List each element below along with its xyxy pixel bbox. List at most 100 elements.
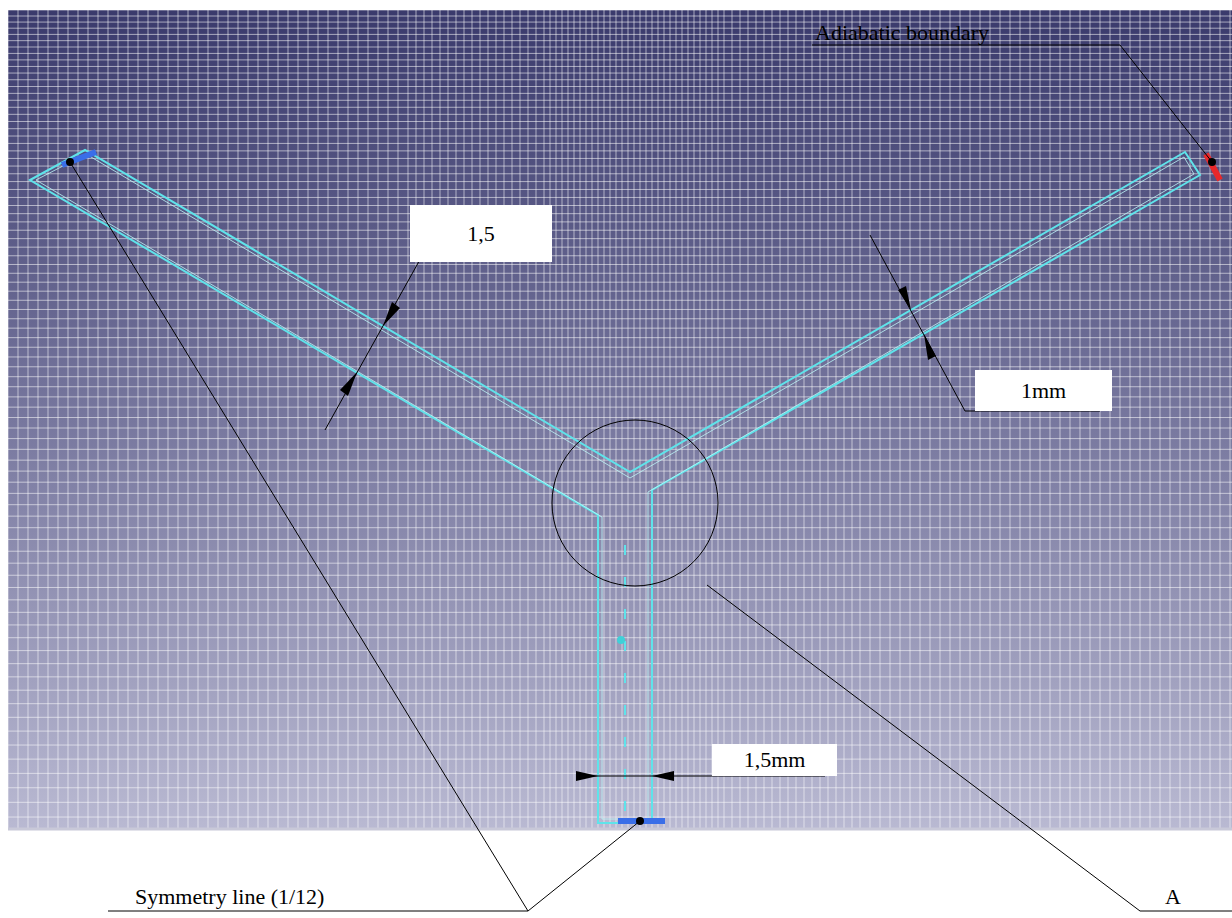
mesh-line <box>138 10 139 828</box>
mesh-line <box>8 158 1232 159</box>
mesh-line <box>1130 10 1131 828</box>
mesh-line <box>268 10 269 828</box>
drawing-part <box>652 771 674 781</box>
mesh-line <box>8 624 1232 625</box>
mesh-line <box>1110 10 1111 828</box>
drawing-part <box>70 162 528 911</box>
mesh-line <box>820 10 821 828</box>
mesh-line <box>1100 10 1101 828</box>
mesh-line <box>1190 10 1191 828</box>
mesh-line <box>278 10 279 828</box>
mesh-line <box>8 255 1232 256</box>
mesh-line <box>8 417 1232 418</box>
mesh-line <box>1180 10 1181 828</box>
mesh-line <box>8 189 1232 190</box>
drawing-part <box>898 286 911 310</box>
mesh-line <box>8 22 1232 23</box>
mesh-line <box>8 197 1232 198</box>
mesh-line <box>616 10 617 828</box>
mesh-line <box>416 10 417 828</box>
mesh-line <box>348 10 349 828</box>
mesh-line <box>408 10 409 828</box>
mesh-line <box>8 551 1232 552</box>
mesh-line <box>1060 10 1061 828</box>
mesh-line <box>318 10 319 828</box>
mesh-grid <box>8 10 1232 828</box>
mesh-line <box>8 221 1232 222</box>
mesh-line <box>8 136 1232 137</box>
drawing-part <box>1208 158 1216 166</box>
mesh-line <box>388 10 389 828</box>
mesh-line <box>8 759 1232 760</box>
mesh-line <box>424 10 425 828</box>
mesh-line <box>1210 10 1211 828</box>
mesh-line <box>8 690 1232 691</box>
mesh-line <box>1230 10 1231 828</box>
mesh-line <box>1160 10 1161 828</box>
mesh-line <box>718 10 719 828</box>
mesh-line <box>480 10 481 828</box>
mesh-line <box>88 10 89 828</box>
drawing-part <box>576 771 598 781</box>
mesh-line <box>634 10 635 828</box>
mesh-line <box>8 10 1232 11</box>
mesh-line <box>568 10 569 828</box>
mesh-line <box>38 10 39 828</box>
mesh-line <box>1040 10 1041 828</box>
mesh-line <box>8 300 1232 301</box>
mesh-line <box>8 34 1232 35</box>
mesh-line <box>8 527 1232 528</box>
mesh-line <box>8 10 9 828</box>
mesh-line <box>8 563 1232 564</box>
mesh-line <box>504 10 505 828</box>
symmetry-marker <box>62 152 96 165</box>
mesh-line <box>1170 10 1171 828</box>
mesh-line <box>528 10 529 828</box>
mesh-line <box>378 10 379 828</box>
mesh-line <box>258 10 259 828</box>
mesh-line <box>8 282 1232 283</box>
mesh-line <box>910 10 911 828</box>
mesh-line <box>8 460 1232 461</box>
mesh-line <box>238 10 239 828</box>
mesh-line <box>890 10 891 828</box>
mesh-line <box>8 663 1232 664</box>
mesh-line <box>844 10 845 828</box>
mesh-line <box>694 10 695 828</box>
symmetry-marker <box>618 818 665 824</box>
mesh-line <box>432 10 433 828</box>
mesh-line <box>168 10 169 828</box>
mesh-line <box>796 10 797 828</box>
mesh-line <box>158 10 159 828</box>
mesh-line <box>118 10 119 828</box>
leader-dots <box>66 158 1216 825</box>
mesh-line <box>8 93 1232 94</box>
mesh-line <box>1140 10 1141 828</box>
mesh-line <box>574 10 575 828</box>
mesh-line <box>860 10 861 828</box>
mesh-line <box>440 10 441 828</box>
mesh-line <box>8 676 1232 677</box>
mesh-line <box>836 10 837 828</box>
mesh-line <box>852 10 853 828</box>
symmetry-label: Symmetry line (1/12) <box>135 884 324 909</box>
mesh-line <box>586 10 587 828</box>
drawing-part <box>636 817 644 825</box>
mesh-line <box>8 143 1232 144</box>
mesh-line <box>358 10 359 828</box>
mesh-line <box>8 471 1232 472</box>
mesh-line <box>8 107 1232 108</box>
mesh-line <box>8 438 1232 439</box>
mesh-line <box>78 10 79 828</box>
mesh-line <box>1000 10 1001 828</box>
mesh-line <box>8 40 1232 41</box>
mesh-line <box>520 10 521 828</box>
mesh-line <box>1090 10 1091 828</box>
mesh-line <box>8 79 1232 80</box>
mesh-line <box>646 10 647 828</box>
mesh-line <box>448 10 449 828</box>
mesh-line <box>658 10 659 828</box>
drawing-part <box>707 585 1232 911</box>
mesh-line <box>804 10 805 828</box>
